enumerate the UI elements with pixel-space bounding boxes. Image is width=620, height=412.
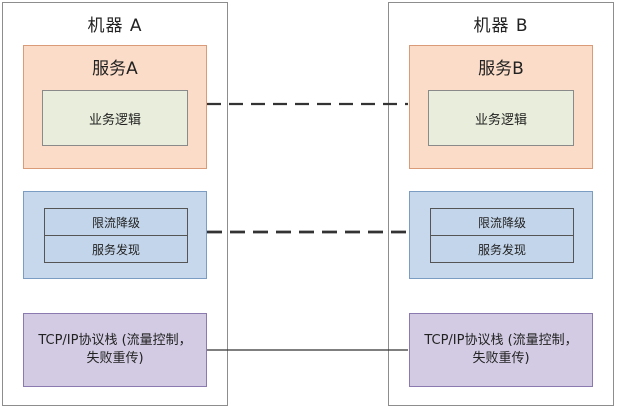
middleware-b-rate-limit: 限流降级 bbox=[430, 208, 574, 236]
stack-b-text: TCP/IP协议栈 (流量控制，失败重传) bbox=[424, 333, 578, 366]
service-a-logic: 业务逻辑 bbox=[42, 90, 188, 146]
middleware-a-discovery: 服务发现 bbox=[44, 235, 188, 263]
service-b-logic: 业务逻辑 bbox=[428, 90, 574, 146]
middleware-b-discovery: 服务发现 bbox=[430, 235, 574, 263]
middleware-a-box: 限流降级 服务发现 bbox=[23, 191, 207, 279]
middleware-b-box: 限流降级 服务发现 bbox=[409, 191, 593, 279]
service-a-box: 服务A 业务逻辑 bbox=[23, 45, 207, 169]
service-b-box: 服务B 业务逻辑 bbox=[409, 45, 593, 169]
stack-a-text: TCP/IP协议栈 (流量控制，失败重传) bbox=[38, 333, 192, 366]
stack-b-box: TCP/IP协议栈 (流量控制，失败重传) bbox=[409, 313, 593, 387]
machine-b-title: 机器 B bbox=[473, 16, 529, 36]
stack-a-box: TCP/IP协议栈 (流量控制，失败重传) bbox=[23, 313, 207, 387]
machine-a-title: 机器 A bbox=[87, 16, 143, 36]
machine-a-box: 机器 A 服务A 业务逻辑 限流降级 服务发现 TCP/IP协议栈 (流量控制，… bbox=[2, 2, 228, 406]
machine-b-box: 机器 B 服务B 业务逻辑 限流降级 服务发现 TCP/IP协议栈 (流量控制，… bbox=[388, 2, 614, 406]
service-b-title: 服务B bbox=[478, 59, 524, 79]
service-a-title: 服务A bbox=[92, 59, 138, 79]
middleware-a-rate-limit: 限流降级 bbox=[44, 208, 188, 236]
